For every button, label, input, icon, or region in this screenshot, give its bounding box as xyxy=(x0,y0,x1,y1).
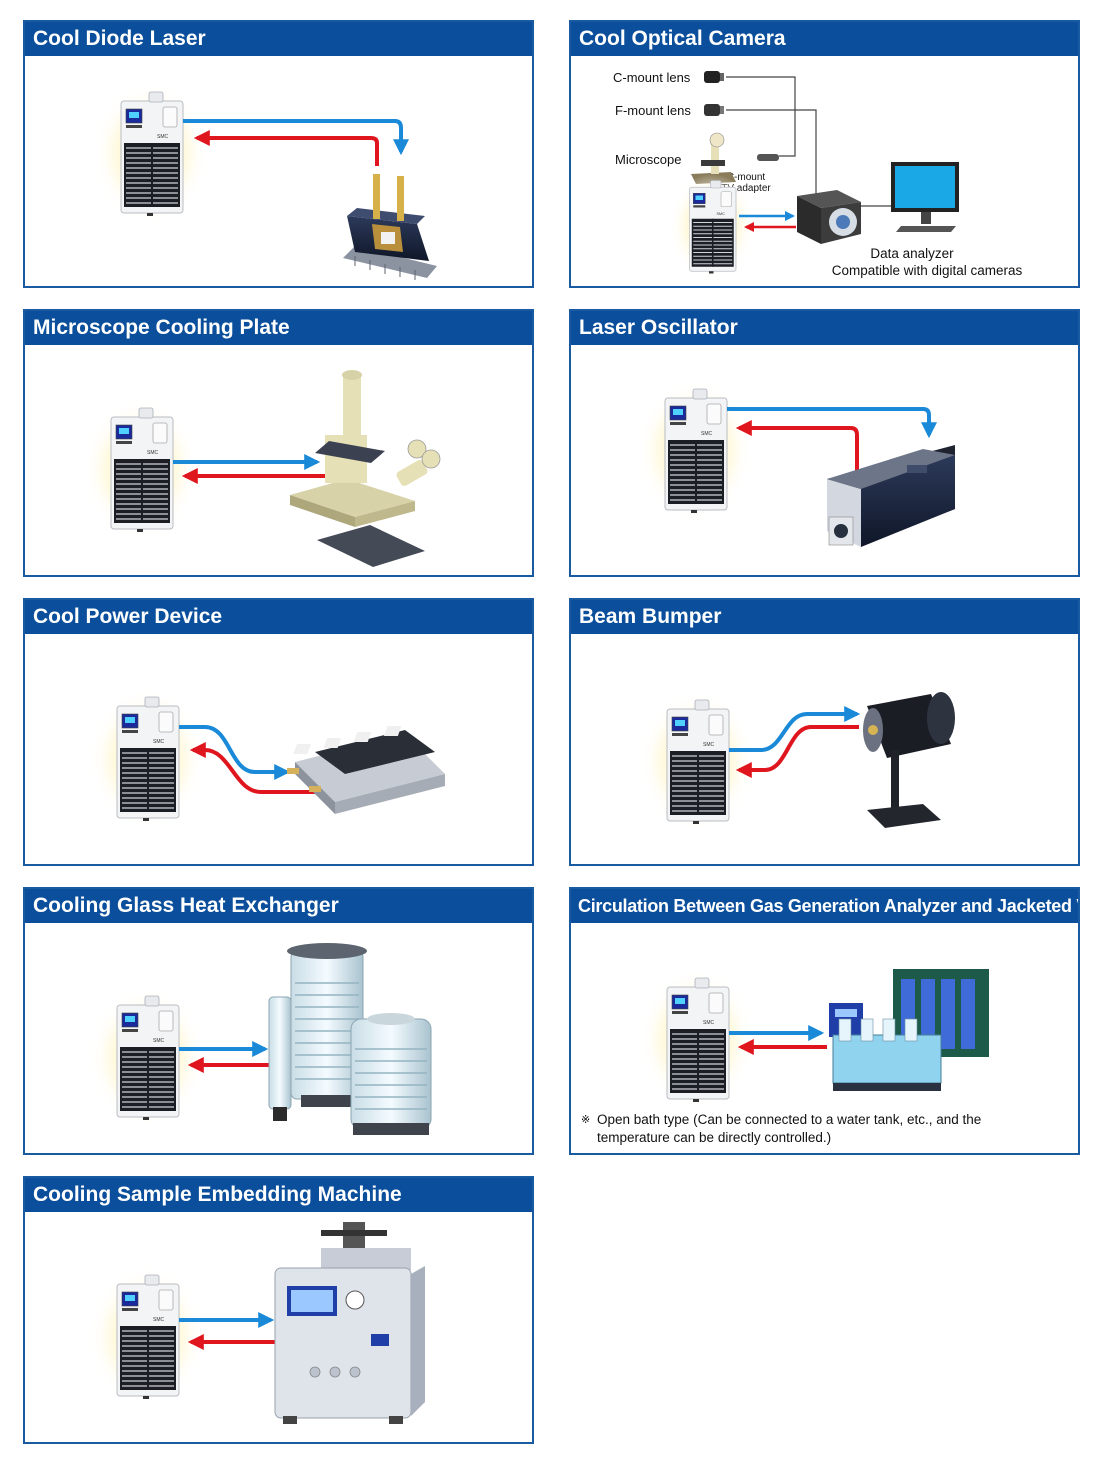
diode-laser-icon xyxy=(343,174,437,280)
footnote-text: Open bath type (Can be connected to a wa… xyxy=(597,1112,982,1145)
return-line xyxy=(735,420,859,473)
camera-icon xyxy=(797,190,861,244)
tv-adapter-icon xyxy=(757,154,779,161)
chiller-unit xyxy=(92,82,210,224)
panel-illustration: ※ Open bath type (Can be connected to a w… xyxy=(571,923,1078,1153)
panel-illustration xyxy=(571,634,1078,864)
gas-analyzer-icon xyxy=(829,969,989,1091)
panel-cool-optical-camera: Cool Optical Camera C-mount lens F-mount… xyxy=(569,20,1080,288)
panel-illustration xyxy=(25,56,532,286)
panel-microscope-cooling-plate: Microscope Cooling Plate xyxy=(23,309,534,577)
panel-illustration xyxy=(25,634,532,864)
panel-title: Cool Power Device xyxy=(25,600,532,634)
adapter-label-line1: C-mount xyxy=(727,172,766,183)
return-line xyxy=(193,130,379,166)
supply-line xyxy=(179,725,291,780)
f-mount-lens-label: F-mount lens xyxy=(615,103,691,118)
chiller-unit xyxy=(88,986,206,1128)
chiller-unit xyxy=(88,687,206,829)
embedding-machine-icon xyxy=(274,1222,425,1424)
glass-heat-exchanger-icon xyxy=(268,943,432,1135)
panel-cooling-glass-heat-exchanger: Cooling Glass Heat Exchanger xyxy=(23,887,534,1155)
panel-title: Circulation Between Gas Generation Analy… xyxy=(571,889,1078,923)
chiller-unit xyxy=(88,1265,206,1407)
data-analyzer-monitor-icon xyxy=(891,162,959,232)
panel-illustration xyxy=(25,923,532,1153)
panel-illustration: C-mount lens F-mount lens Microscope C-m… xyxy=(571,56,1078,286)
beam-bumper-icon xyxy=(863,692,955,828)
power-device-icon xyxy=(287,726,445,814)
return-line xyxy=(735,725,859,778)
connection-lines xyxy=(726,76,817,198)
panel-title: Cooling Glass Heat Exchanger xyxy=(25,889,532,923)
panel-beam-bumper: Beam Bumper xyxy=(569,598,1080,866)
panel-title: Cool Optical Camera xyxy=(571,22,1078,56)
panel-title: Microscope Cooling Plate xyxy=(25,311,532,345)
microscope-icon xyxy=(290,370,441,567)
panel-title: Beam Bumper xyxy=(571,600,1078,634)
chiller-unit xyxy=(667,173,757,280)
panel-title: Cool Diode Laser xyxy=(25,22,532,56)
analyzer-label-line2: Compatible with digital cameras xyxy=(832,263,1023,278)
panel-illustration xyxy=(25,345,532,575)
footnote-mark: ※ xyxy=(581,1114,591,1126)
microscope-label: Microscope xyxy=(615,152,681,167)
supply-line xyxy=(183,119,409,156)
panel-title: Laser Oscillator xyxy=(571,311,1078,345)
chiller-unit xyxy=(82,398,200,540)
laser-oscillator-icon xyxy=(827,445,955,547)
chiller-unit xyxy=(636,379,754,521)
c-mount-lens-label: C-mount lens xyxy=(613,70,691,85)
supply-line xyxy=(729,706,861,752)
f-mount-lens-icon xyxy=(704,104,724,116)
supply-line xyxy=(727,407,937,439)
analyzer-label-line1: Data analyzer xyxy=(870,246,954,261)
panel-illustration xyxy=(25,1212,532,1442)
c-mount-lens-icon xyxy=(704,71,724,83)
panel-title: Cooling Sample Embedding Machine xyxy=(25,1178,532,1212)
chiller-unit xyxy=(638,690,756,832)
panel-laser-oscillator: Laser Oscillator xyxy=(569,309,1080,577)
panel-cool-diode-laser: Cool Diode Laser xyxy=(23,20,534,288)
footnote: ※ Open bath type (Can be connected to a w… xyxy=(581,1111,1057,1147)
panel-cooling-sample-embedding-machine: Cooling Sample Embedding Machine xyxy=(23,1176,534,1444)
adapter-label-line2: TV adapter xyxy=(721,183,771,194)
panel-gas-generation-analyzer: Circulation Between Gas Generation Analy… xyxy=(569,887,1080,1155)
panel-illustration xyxy=(571,345,1078,575)
panel-cool-power-device: Cool Power Device xyxy=(23,598,534,866)
return-line xyxy=(189,742,315,794)
chiller-unit xyxy=(638,968,756,1110)
